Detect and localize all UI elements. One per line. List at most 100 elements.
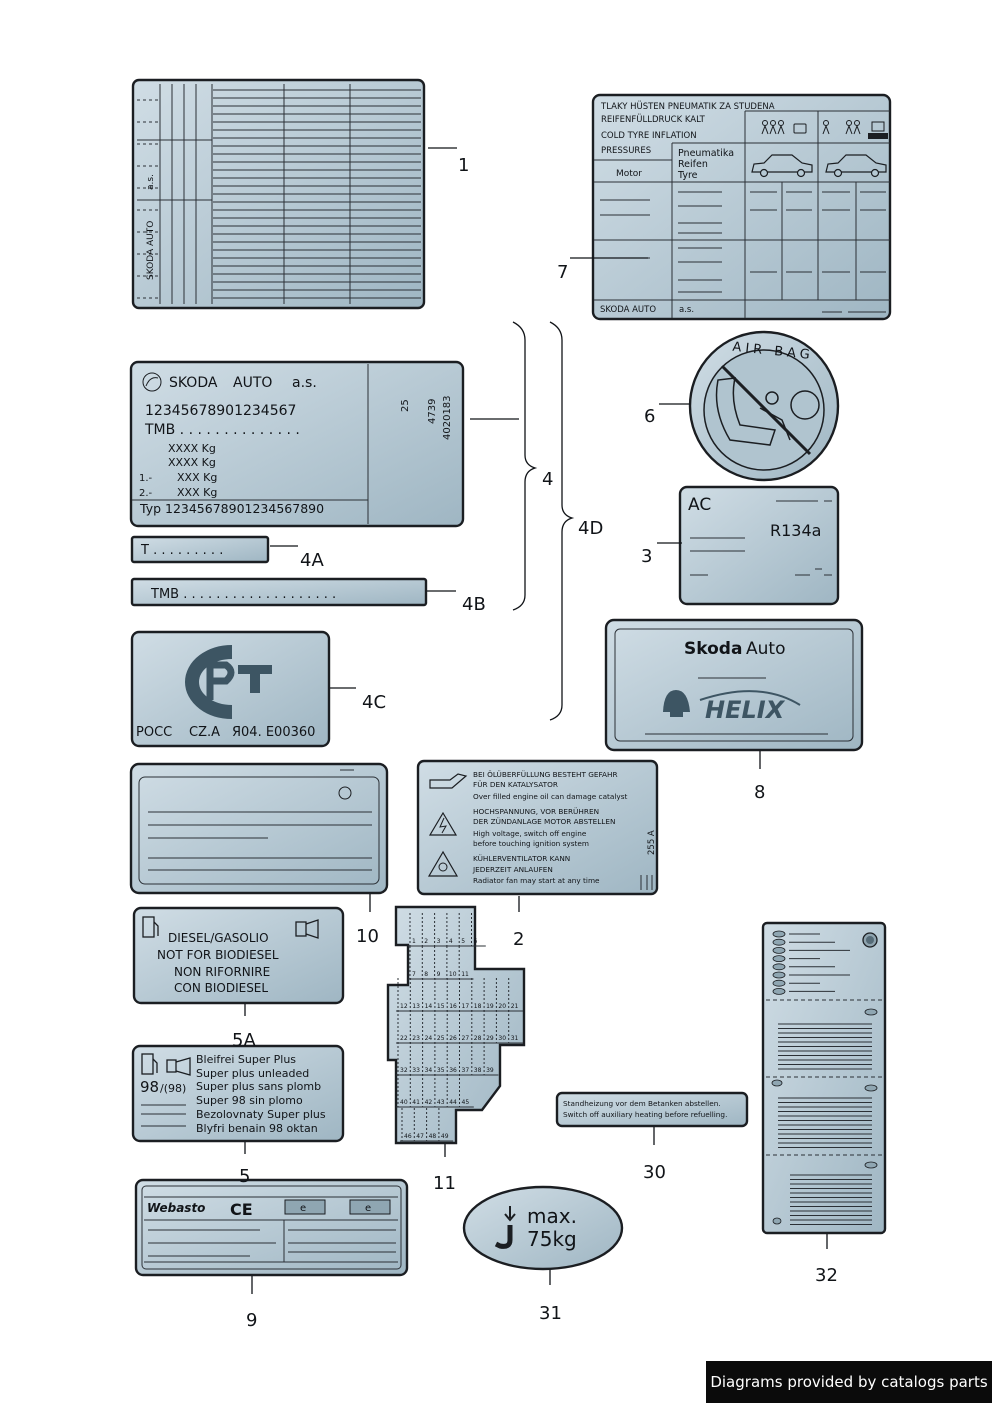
- fuse-number: 8: [424, 971, 428, 978]
- skoda-logo-icon: [338, 786, 352, 800]
- fuse-number: 22: [400, 1035, 408, 1042]
- fuse-number: 48: [429, 1133, 437, 1140]
- plate-vert-3: 4020183: [442, 395, 453, 440]
- fuel-line-5: Bezolovnaty Super plus: [196, 1108, 326, 1121]
- label-3-ac: AC R134a: [678, 485, 840, 606]
- fuse-number: 35: [437, 1067, 445, 1074]
- fuse-number: 39: [486, 1067, 494, 1074]
- fuse-number: 4: [449, 938, 453, 945]
- callout-5: 5: [239, 1166, 250, 1187]
- seat-load-icon: [494, 1206, 516, 1249]
- fuse-number: 16: [449, 1003, 457, 1010]
- warn-1c: Over filled engine oil can damage cataly…: [473, 792, 628, 801]
- prohibition-slash-icon: [720, 364, 812, 456]
- bullet-icon: [772, 971, 786, 979]
- plate-brand-2: AUTO: [233, 375, 272, 391]
- bullet-icon: [772, 988, 786, 995]
- fuse-number: 13: [412, 1003, 420, 1010]
- label-2-warnings: BEI ÖLÜBERFÜLLUNG BESTEHT GEFAHR FÜR DEN…: [416, 759, 659, 896]
- fuse-number: 49: [441, 1133, 449, 1140]
- plate-typ: Typ 12345678901234567890: [139, 501, 324, 516]
- heating-line-2: Switch off auxiliary heating before refu…: [563, 1110, 727, 1119]
- label-8-oil: Skoda Auto HELIX: [604, 618, 864, 752]
- plate-row2-label: 2.-: [139, 488, 153, 499]
- oil-brand-a: Skoda: [684, 639, 742, 659]
- plate-number: 12345678901234567: [145, 403, 296, 419]
- callout-5a: 5A: [232, 1030, 256, 1051]
- ce-mark-icon: CE: [230, 1200, 253, 1219]
- sticker-1-text-as: a.s.: [146, 174, 156, 190]
- bullet-icon: [772, 938, 786, 946]
- warn-3c: Radiator fan may start at any time: [473, 876, 600, 885]
- tyre-col-motor: Motor: [616, 169, 642, 179]
- fuse-number: 29: [486, 1035, 494, 1042]
- fuse-number: 45: [462, 1099, 470, 1106]
- shell-logo-icon: [663, 690, 690, 717]
- webasto-brand: Webasto: [147, 1201, 205, 1215]
- diesel-line-3: NON RIFORNIRE: [174, 965, 270, 979]
- fuse-number: 43: [437, 1099, 445, 1106]
- bullet-icon: [771, 1079, 783, 1087]
- fuse-number: 19: [486, 1003, 494, 1010]
- bullet-icon: [772, 1217, 782, 1225]
- oil-brand-b: Auto: [746, 639, 785, 659]
- fuse-number: 3: [437, 938, 441, 945]
- ac-title: AC: [688, 495, 711, 515]
- fuse-number: 38: [474, 1067, 482, 1074]
- callout-32: 32: [815, 1265, 838, 1286]
- warn-3b: JEDERZEIT ANLAUFEN: [472, 865, 553, 874]
- tyre-title-1: TLAKY HÜSTEN PNEUMATIK ZA STUDENA: [600, 101, 775, 112]
- callout-4a: 4A: [300, 550, 324, 571]
- high-voltage-icon: [428, 811, 458, 836]
- plate-suffix: a.s.: [292, 375, 317, 391]
- fuse-number: 23: [412, 1035, 420, 1042]
- tyre-title-4: PRESSURES: [601, 146, 651, 156]
- tyre-col-2: Reifen: [678, 159, 708, 170]
- fuel-line-4: Super 98 sin plomo: [196, 1094, 303, 1107]
- label-4b-plate: TMB . . . . . . . . . . . . . . . . . . …: [130, 577, 428, 607]
- plate-row1-label: 1.-: [139, 473, 153, 484]
- fuse-number: 33: [412, 1067, 420, 1074]
- bullet-icon: [772, 955, 786, 962]
- fuse-number: 6: [474, 938, 478, 945]
- callout-4d: 4D: [578, 518, 603, 539]
- callout-2: 2: [513, 929, 524, 950]
- skoda-logo-icon: [142, 372, 162, 392]
- label-4a-plate: T . . . . . . . . .: [130, 535, 270, 564]
- callout-7: 7: [557, 262, 568, 283]
- fuse-number: 17: [462, 1003, 470, 1010]
- warn-2d: before touching ignition system: [473, 839, 589, 848]
- warn-1b: FÜR DEN KATALYSATOR: [473, 780, 558, 789]
- warn-2c: High voltage, switch off engine: [473, 829, 587, 838]
- fuse-number: 5: [461, 938, 465, 945]
- callout-10: 10: [356, 926, 379, 947]
- plate-weight-1: XXXX Kg: [168, 442, 216, 455]
- fuse-number: 7: [412, 971, 416, 978]
- fuse-number: 15: [437, 1003, 445, 1010]
- diesel-line-4: CON BIODIESEL: [174, 981, 268, 995]
- bullet-icon: [864, 1008, 878, 1016]
- fuel-line-3: Super plus sans plomb: [196, 1080, 321, 1093]
- callout-1: 1: [458, 155, 469, 176]
- callout-11: 11: [433, 1173, 456, 1194]
- bullet-icon: [772, 979, 786, 987]
- tyre-title-3: COLD TYRE INFLATION: [601, 131, 697, 141]
- fuse-number: 32: [400, 1067, 408, 1074]
- fuse-number: 34: [425, 1067, 433, 1074]
- tyre-footer-2: a.s.: [679, 305, 694, 315]
- fuel-line-1: Bleifrei Super Plus: [196, 1053, 296, 1066]
- fuse-number: 9: [437, 971, 441, 978]
- plate-vert-1: 25: [400, 399, 411, 412]
- gost-text-3: Я04. E00360: [232, 725, 315, 740]
- plate-row2-value: XXX Kg: [177, 486, 217, 499]
- fuse-number: 27: [462, 1035, 470, 1042]
- fuse-number: 30: [498, 1035, 506, 1042]
- label-6-airbag: AIR BAG: [688, 330, 840, 482]
- fuse-number: 47: [416, 1133, 424, 1140]
- plate-tmb: TMB . . . . . . . . . . . . . .: [144, 422, 300, 438]
- label-31-load: max. 75kg: [462, 1185, 624, 1271]
- plate-vert-2: 4739: [427, 399, 438, 424]
- fuel-nozzle-icon: [295, 919, 319, 939]
